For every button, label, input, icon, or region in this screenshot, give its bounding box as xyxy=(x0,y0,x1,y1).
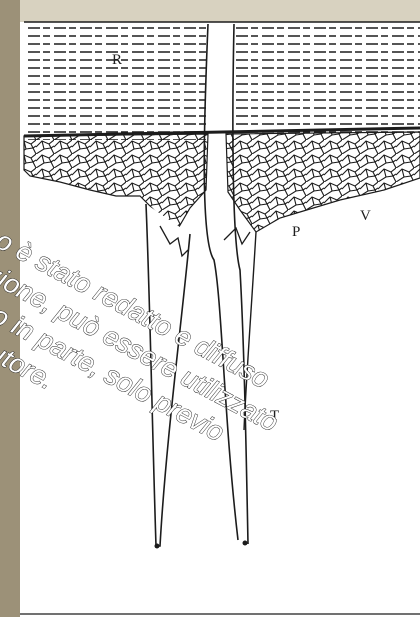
label-p: P xyxy=(292,224,300,240)
label-v: V xyxy=(360,208,371,224)
trunk-tip xyxy=(243,541,248,546)
left-root-tip xyxy=(155,544,160,549)
label-r: R xyxy=(112,52,122,68)
top-frame-strip xyxy=(20,0,420,22)
rock-layer-left xyxy=(24,22,208,140)
rock-layer-right xyxy=(234,22,420,138)
